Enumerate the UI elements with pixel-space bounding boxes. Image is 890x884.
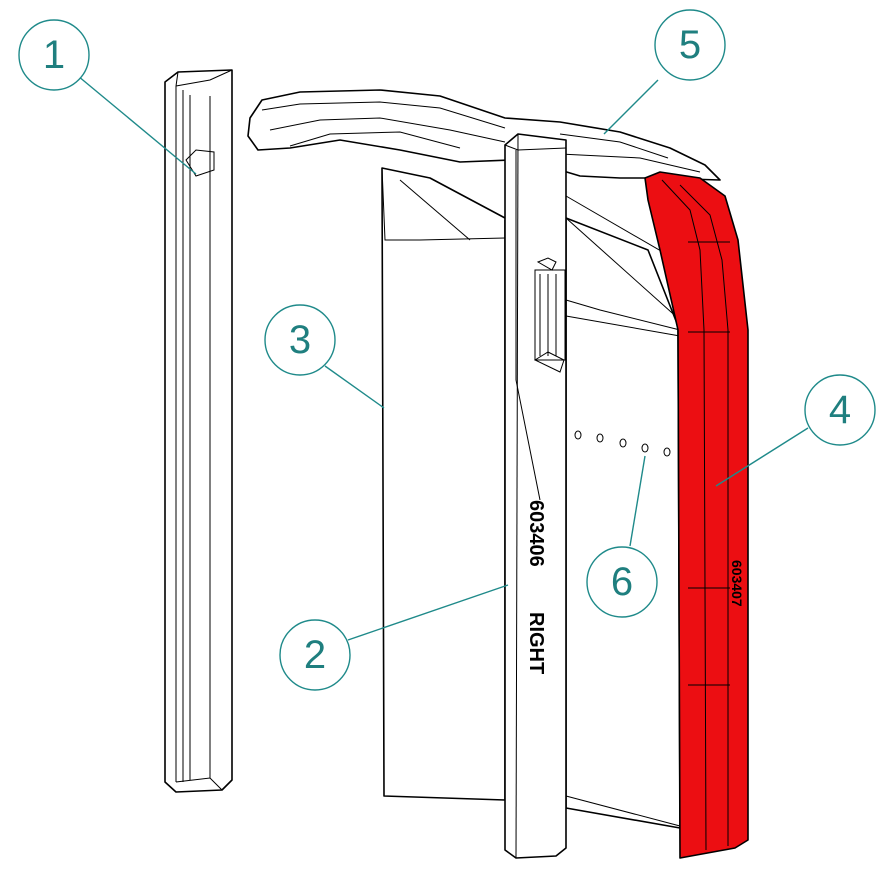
leader-6 <box>629 455 646 547</box>
leader-5 <box>603 79 659 135</box>
callout-6: 6 <box>586 546 658 618</box>
leader-4 <box>715 427 809 487</box>
callout-5: 5 <box>654 9 726 81</box>
part-4-right-post-red: 603407 <box>644 171 749 859</box>
part-5-top-frame <box>247 89 721 181</box>
svg-text:603407: 603407 <box>729 560 745 607</box>
leader-3 <box>324 365 385 409</box>
callout-1-label: 1 <box>43 33 65 77</box>
callout-4-label: 4 <box>829 388 851 432</box>
callout-5-label: 5 <box>679 23 701 67</box>
callout-3-label: 3 <box>289 318 311 362</box>
callout-2-label: 2 <box>304 633 326 677</box>
callout-6-label: 6 <box>611 560 633 604</box>
leader-1 <box>77 75 197 175</box>
callout-1: 1 <box>18 19 90 91</box>
part-number-marking: 603406 <box>525 500 547 567</box>
leader-2 <box>347 584 509 641</box>
part-2-front-post: 603406 RIGHT <box>504 133 567 859</box>
side-marking: RIGHT <box>525 612 547 674</box>
callout-3: 3 <box>264 304 336 376</box>
part-6-hole-row <box>574 430 671 457</box>
callout-2: 2 <box>279 619 351 691</box>
part-1-left-post <box>164 69 233 793</box>
callout-4: 4 <box>804 374 876 446</box>
